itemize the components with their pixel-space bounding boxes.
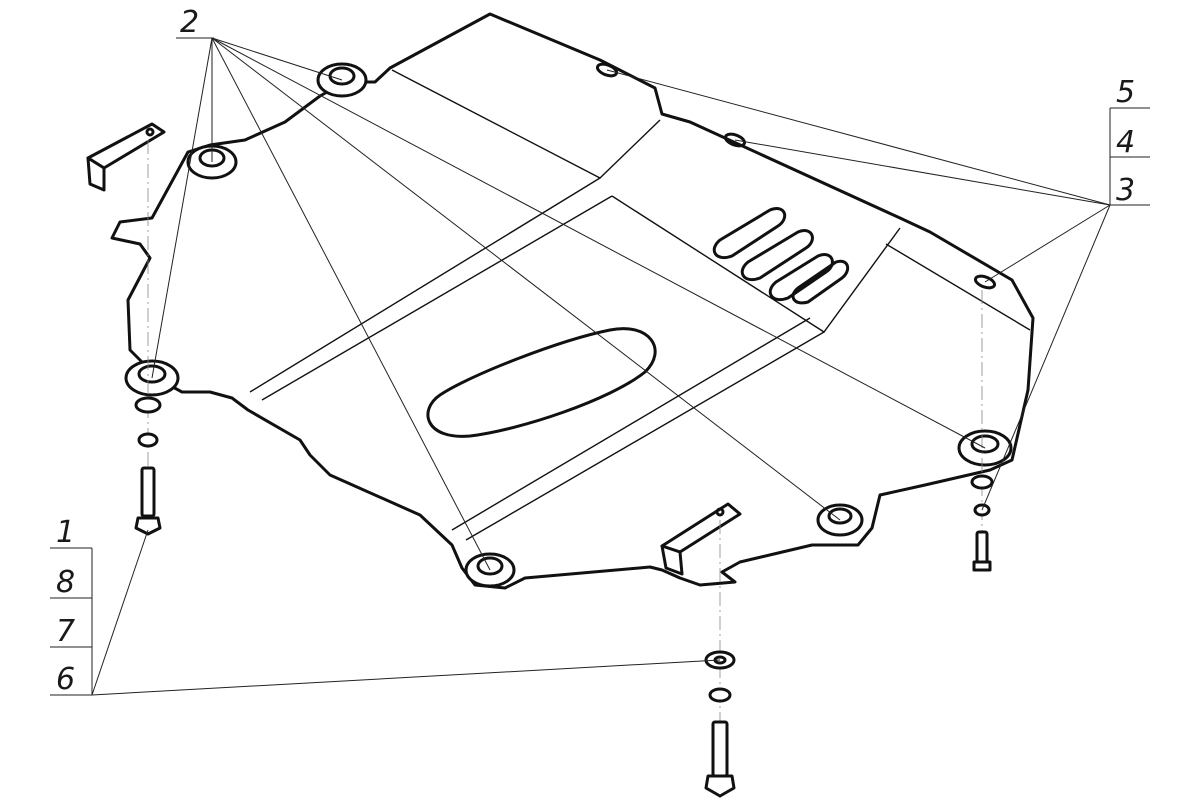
fastener-stack-left <box>134 140 162 536</box>
crease-rear-b <box>465 331 825 541</box>
skid-plate <box>110 12 1035 590</box>
bolt-bottom-head <box>704 774 736 798</box>
callout-label-3: 3 <box>1116 173 1135 208</box>
callout-label-8: 8 <box>56 565 75 600</box>
callout-label-6: 6 <box>56 662 75 697</box>
nut-left <box>137 432 159 448</box>
fastener-stack-right <box>970 290 994 572</box>
bolt-bottom-shank <box>711 720 729 778</box>
crease-mid <box>611 195 901 333</box>
vent-slots <box>712 207 850 305</box>
bracket-right <box>660 502 742 576</box>
plate-outline <box>110 12 1035 590</box>
bolt-right-head <box>972 560 992 572</box>
callout-label-4: 4 <box>1116 125 1135 160</box>
washer-right <box>970 474 994 490</box>
mount-slot-top <box>595 62 619 78</box>
callout-label-1: 1 <box>56 515 75 550</box>
mount-slot-mid <box>723 132 747 148</box>
callout-right-stack: 5 4 3 <box>1109 75 1150 208</box>
callout-top-left: 2 <box>176 5 214 40</box>
crease-front-a <box>249 177 601 393</box>
callout-left-stack: 1 8 7 6 <box>50 515 93 697</box>
center-oval-cutout <box>426 327 657 438</box>
callout-label-2: 2 <box>180 5 199 40</box>
washer-left <box>134 396 162 414</box>
crease-front-b <box>261 195 613 401</box>
bolt-left-head <box>134 516 162 536</box>
crease-rear-a <box>451 317 811 531</box>
crease-right <box>885 243 1031 331</box>
bolt-left-shank <box>140 466 156 518</box>
callout-label-5: 5 <box>1116 75 1135 110</box>
leader-lines <box>91 37 1111 696</box>
bolt-right-shank <box>975 530 989 566</box>
callout-label-7: 7 <box>56 614 75 649</box>
bracket-left <box>86 122 166 192</box>
nut-bottom <box>708 687 732 703</box>
mount-slot-right <box>973 274 997 290</box>
